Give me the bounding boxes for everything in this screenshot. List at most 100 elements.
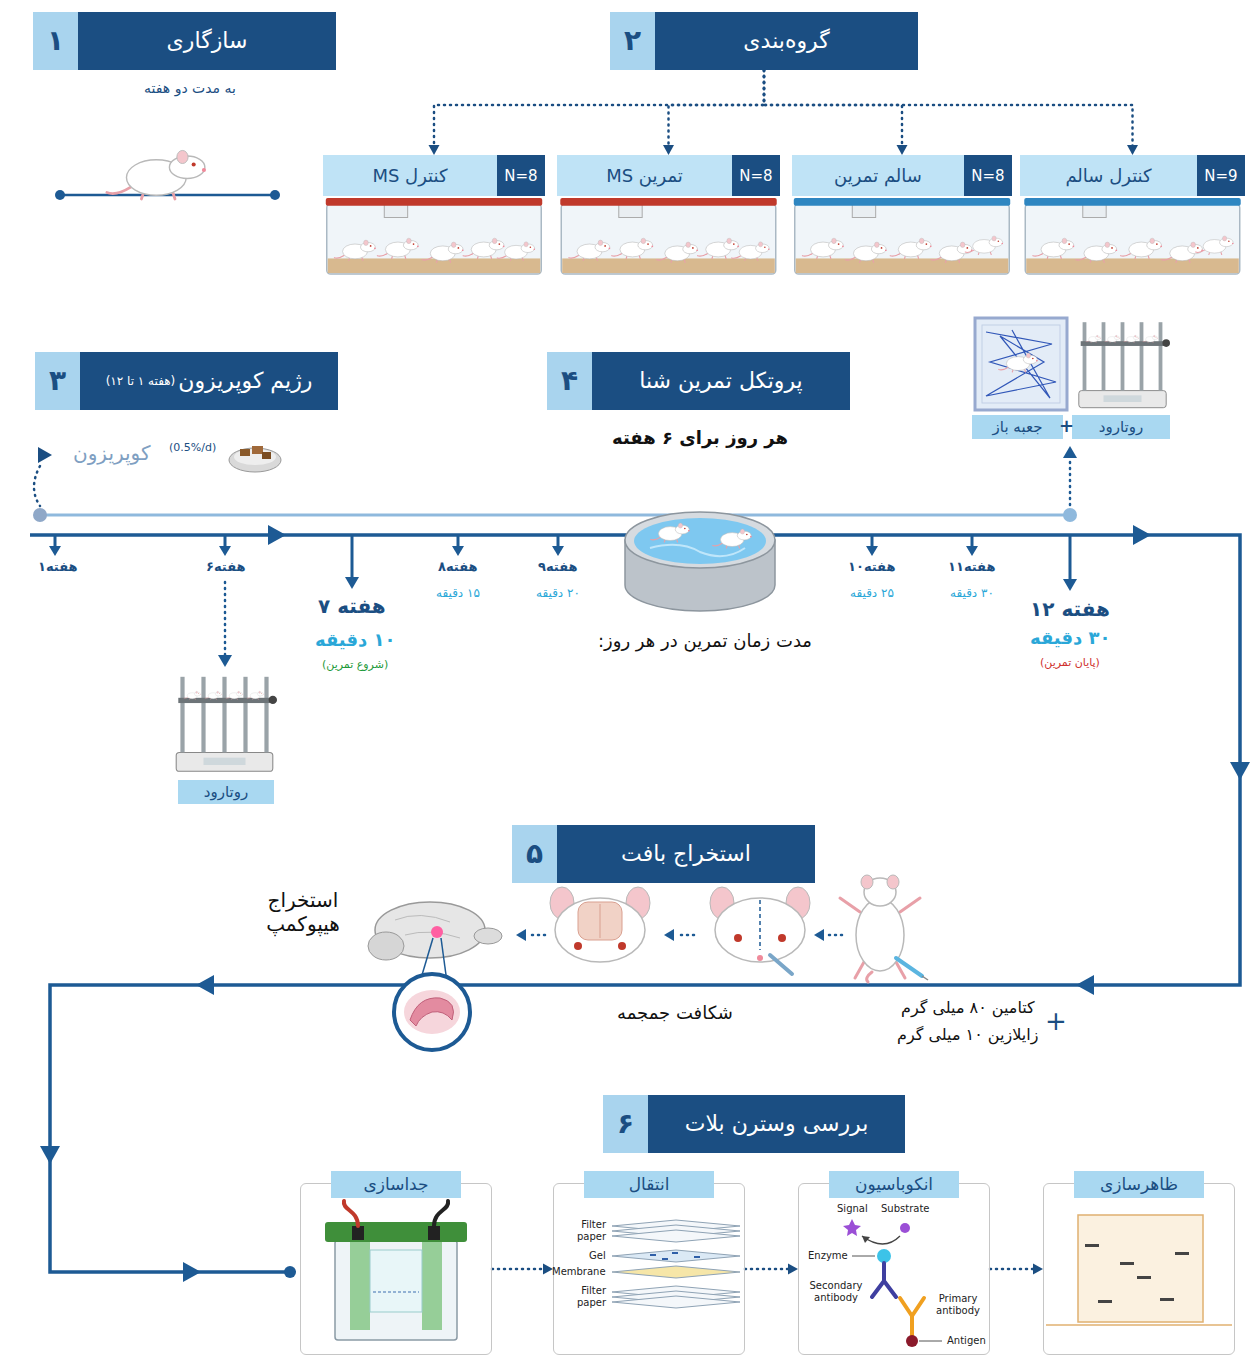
arrow-head [543,1264,553,1275]
illustration-part [861,875,873,889]
number-square: ۲ [610,12,655,70]
arrow-head [1033,1264,1043,1275]
illustration-part [650,1254,656,1256]
illustration-part [975,318,1067,410]
section-header: ۲گروه‌بندی [610,12,918,70]
annotation-label: ۱۵ دقیقه [436,586,480,600]
illustration-part [344,1201,358,1226]
title-bar: استخراج بافت [557,825,815,883]
annotation-label: Antigen [947,1335,986,1347]
illustration-part [867,972,872,982]
annotation-label: هفته ۷ [318,594,386,618]
equipment-label: روتارود [178,780,274,804]
equipment-name: روتارود [1099,418,1143,436]
process-box: جداسازی [300,1183,492,1355]
process-box: ظاهرسازی [1043,1183,1235,1355]
annotation-label: Membrane [552,1266,606,1278]
group-count: N=8 [497,155,545,196]
illustration-part [370,1250,422,1312]
annotation-label: Signal [837,1203,868,1215]
title-bar: بررسی وسترن بلات [648,1095,905,1153]
annotation-label: شکافت جمجمه [617,1002,733,1024]
annotation-label: (شروع تمرین) [322,658,388,671]
illustration-part [262,452,271,459]
acclimation-rat [55,150,280,200]
equipment-name: جعبه باز [993,418,1043,436]
illustration-part [54,535,57,547]
illustration-part [431,926,443,938]
annotation-label: هفته ۱۲ [1030,597,1110,621]
number-square: ۵ [512,825,557,883]
illustration-part [1175,1252,1189,1255]
illustration-part [240,449,250,456]
group-name: کنترل سالم [1065,165,1151,187]
illustration-part [862,1236,900,1244]
step-number: ۲ [624,24,641,58]
illustration-part [219,546,231,556]
illustration-part [672,1252,678,1254]
illustration-part [528,934,545,937]
illustration-part [778,934,786,942]
annotation-label: Substrate [881,1203,929,1215]
section-title: رژیم کوپریزون [178,368,312,394]
illustration-part [919,1341,942,1342]
flow-connector [990,1264,1043,1275]
illustration-part [516,929,526,941]
illustration-part [40,514,1070,517]
illustration-part [896,958,922,976]
illustration-part [862,1236,870,1243]
illustration-part [713,529,752,548]
illustration-part [715,898,805,962]
illustration-part [1024,198,1240,274]
illustration-part [1069,535,1072,580]
dotted-line [764,70,902,146]
arrow-head [788,1264,798,1275]
illustration-part [906,1335,918,1347]
sample-size: N=9 [1204,167,1237,185]
flow-connector [764,70,1138,155]
illustration-part [1078,1215,1203,1322]
annotation-label: Filter paper [564,1285,606,1309]
illustration-part [734,934,742,942]
sample-size: N=8 [739,167,772,185]
annotation-label: مدت زمان تمرین در هر روز: [598,630,812,652]
illustration-part [270,190,280,200]
number-square: ۱ [33,12,78,70]
illustration-part [284,1266,296,1278]
illustration-part [224,582,227,655]
illustration-part [814,929,824,941]
step-tab: جداسازی [331,1171,461,1198]
step-number: ۴ [561,364,578,398]
illustration-part [1098,1300,1112,1303]
illustration-part [1085,1244,1099,1247]
group-title: سالم تمرین [792,155,964,196]
step-tab: انتقال [584,1171,714,1198]
illustration-part [757,955,763,961]
illustration-part [578,902,622,940]
illustration-part [224,535,227,547]
cages [326,198,1241,274]
section-header: ۵استخراج بافت [512,825,815,883]
section-header: ۱سازگاری [33,12,336,70]
illustration-part [1120,1262,1134,1265]
illustration-part [612,1230,740,1242]
annotation-label: ۳۰ دقیقه [1030,627,1111,649]
illustration-part [434,1201,448,1226]
process-box: انکوباسیون [798,1183,990,1355]
group-name: سالم تمرین [834,165,922,187]
annotation-label: Enzyme [808,1250,848,1262]
flow-connector [745,1264,798,1275]
illustration-part [218,655,232,667]
illustration-part [887,875,899,889]
illustration-part [394,974,470,1050]
illustration-part [49,546,61,556]
illustration-part [1069,458,1072,505]
annotation-label: Primary antibody [930,1293,986,1317]
illustration-part [612,1220,740,1308]
annotation-label: ۲۰ دقیقه [536,586,580,600]
section-title: پروتکل تمرین شنا [639,368,802,394]
swimming-pool [625,512,775,611]
annotation-label: + [1045,1006,1067,1037]
